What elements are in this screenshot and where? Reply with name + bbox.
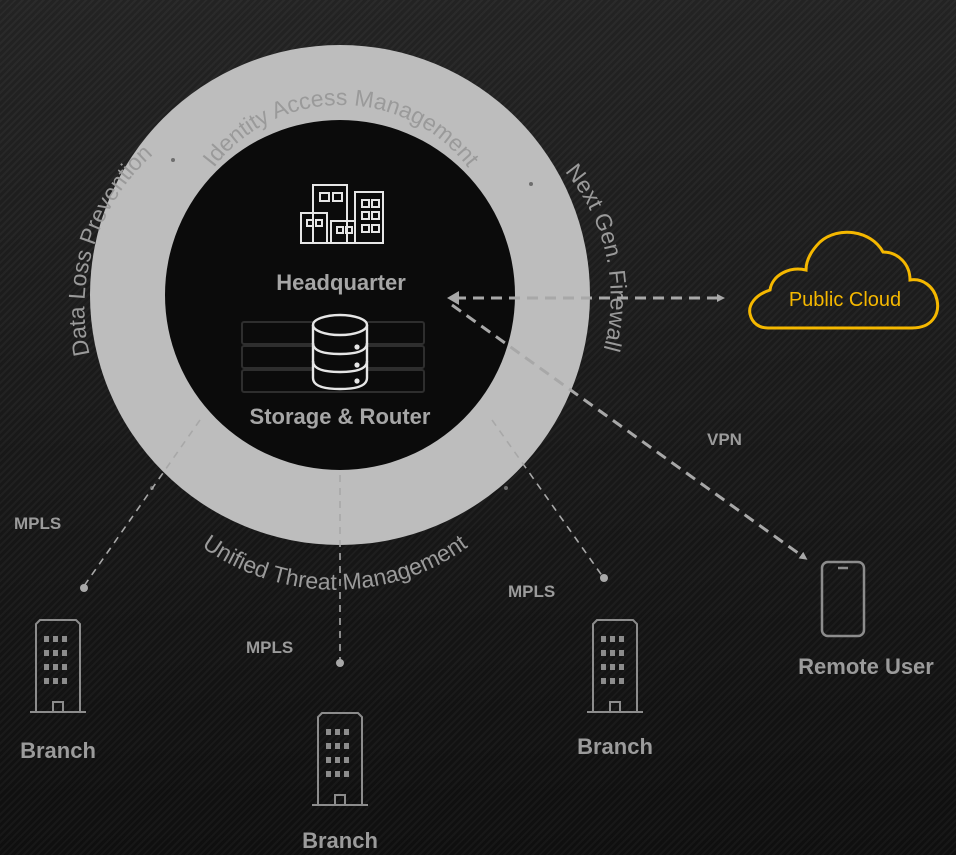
branch-left-label: Branch [20, 738, 96, 763]
link-dot-middle [336, 659, 344, 667]
branch-right-windows [601, 636, 624, 684]
mpls-label-middle: MPLS [246, 638, 293, 657]
remote-user-label: Remote User [798, 654, 934, 679]
office-buildings-icon [300, 184, 384, 244]
office-tower-icon [312, 712, 368, 806]
link-dot-left [80, 584, 88, 592]
cloud-icon [748, 230, 940, 330]
storage-router-label: Storage & Router [250, 404, 431, 429]
link-remote-user [451, 303, 808, 560]
office-tower-icon [30, 619, 86, 713]
mobile-phone-icon [820, 560, 866, 638]
branch-middle-windows [326, 729, 349, 777]
branch-left-windows [44, 636, 67, 684]
mpls-label-left: MPLS [14, 514, 61, 533]
link-right-branch [491, 419, 604, 578]
mpls-label-right: MPLS [508, 582, 555, 601]
vpn-label: VPN [707, 430, 742, 449]
office-tower-icon [587, 619, 643, 713]
ring-dots [150, 158, 533, 490]
link-dot-right [600, 574, 608, 582]
public-cloud-label: Public Cloud [789, 289, 901, 311]
database-icon [311, 313, 369, 391]
branch-right-label: Branch [577, 734, 653, 759]
headquarter-label: Headquarter [276, 270, 406, 295]
link-hq-arrowhead [447, 291, 459, 305]
core-circle [165, 120, 515, 470]
branch-middle-label: Branch [302, 828, 378, 853]
